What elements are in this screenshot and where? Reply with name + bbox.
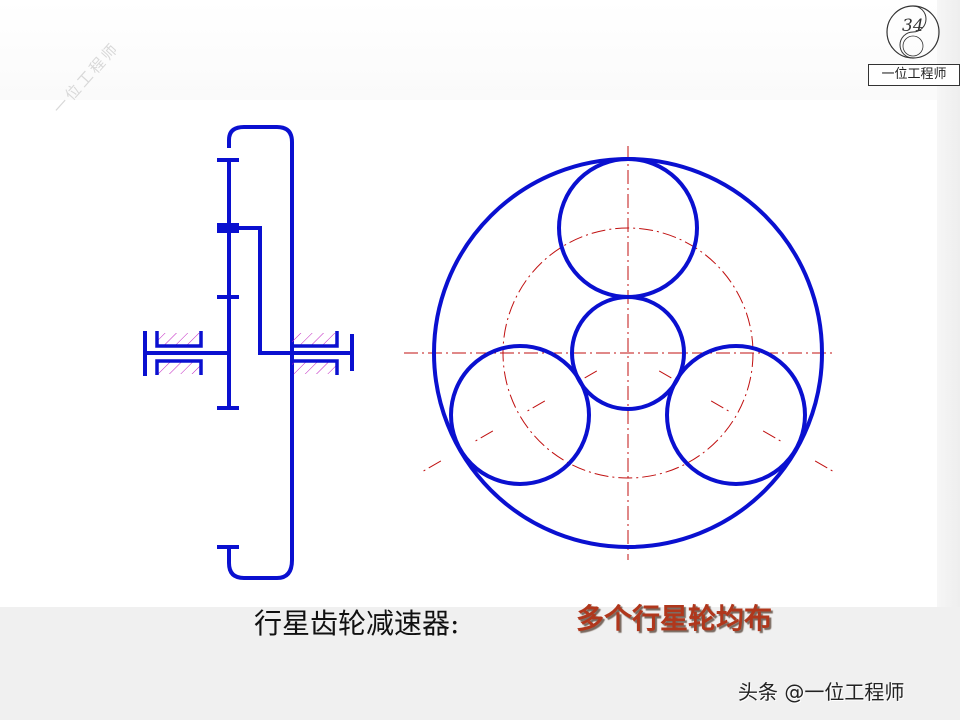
top-fade	[0, 0, 960, 100]
bearing-right	[292, 331, 339, 375]
planet-gear-left	[449, 344, 591, 486]
slide-canvas	[0, 0, 937, 607]
side-view-schematic	[143, 125, 354, 580]
logo-label: 一位工程师	[868, 64, 960, 86]
bearing-left	[155, 331, 203, 375]
caption-title: 行星齿轮减速器:	[254, 607, 460, 640]
planet-gear-top	[557, 157, 699, 299]
front-view-centerlines	[404, 146, 844, 560]
planet-gear-right	[665, 344, 807, 486]
svg-text:34: 34	[902, 16, 924, 36]
logo-icon: 34	[886, 5, 940, 59]
front-view-gears	[432, 157, 824, 549]
footer-attribution: 头条 @一位工程师	[738, 680, 905, 704]
right-edge-shadow	[937, 0, 960, 607]
caption-highlight: 多个行星轮均布	[576, 602, 773, 635]
